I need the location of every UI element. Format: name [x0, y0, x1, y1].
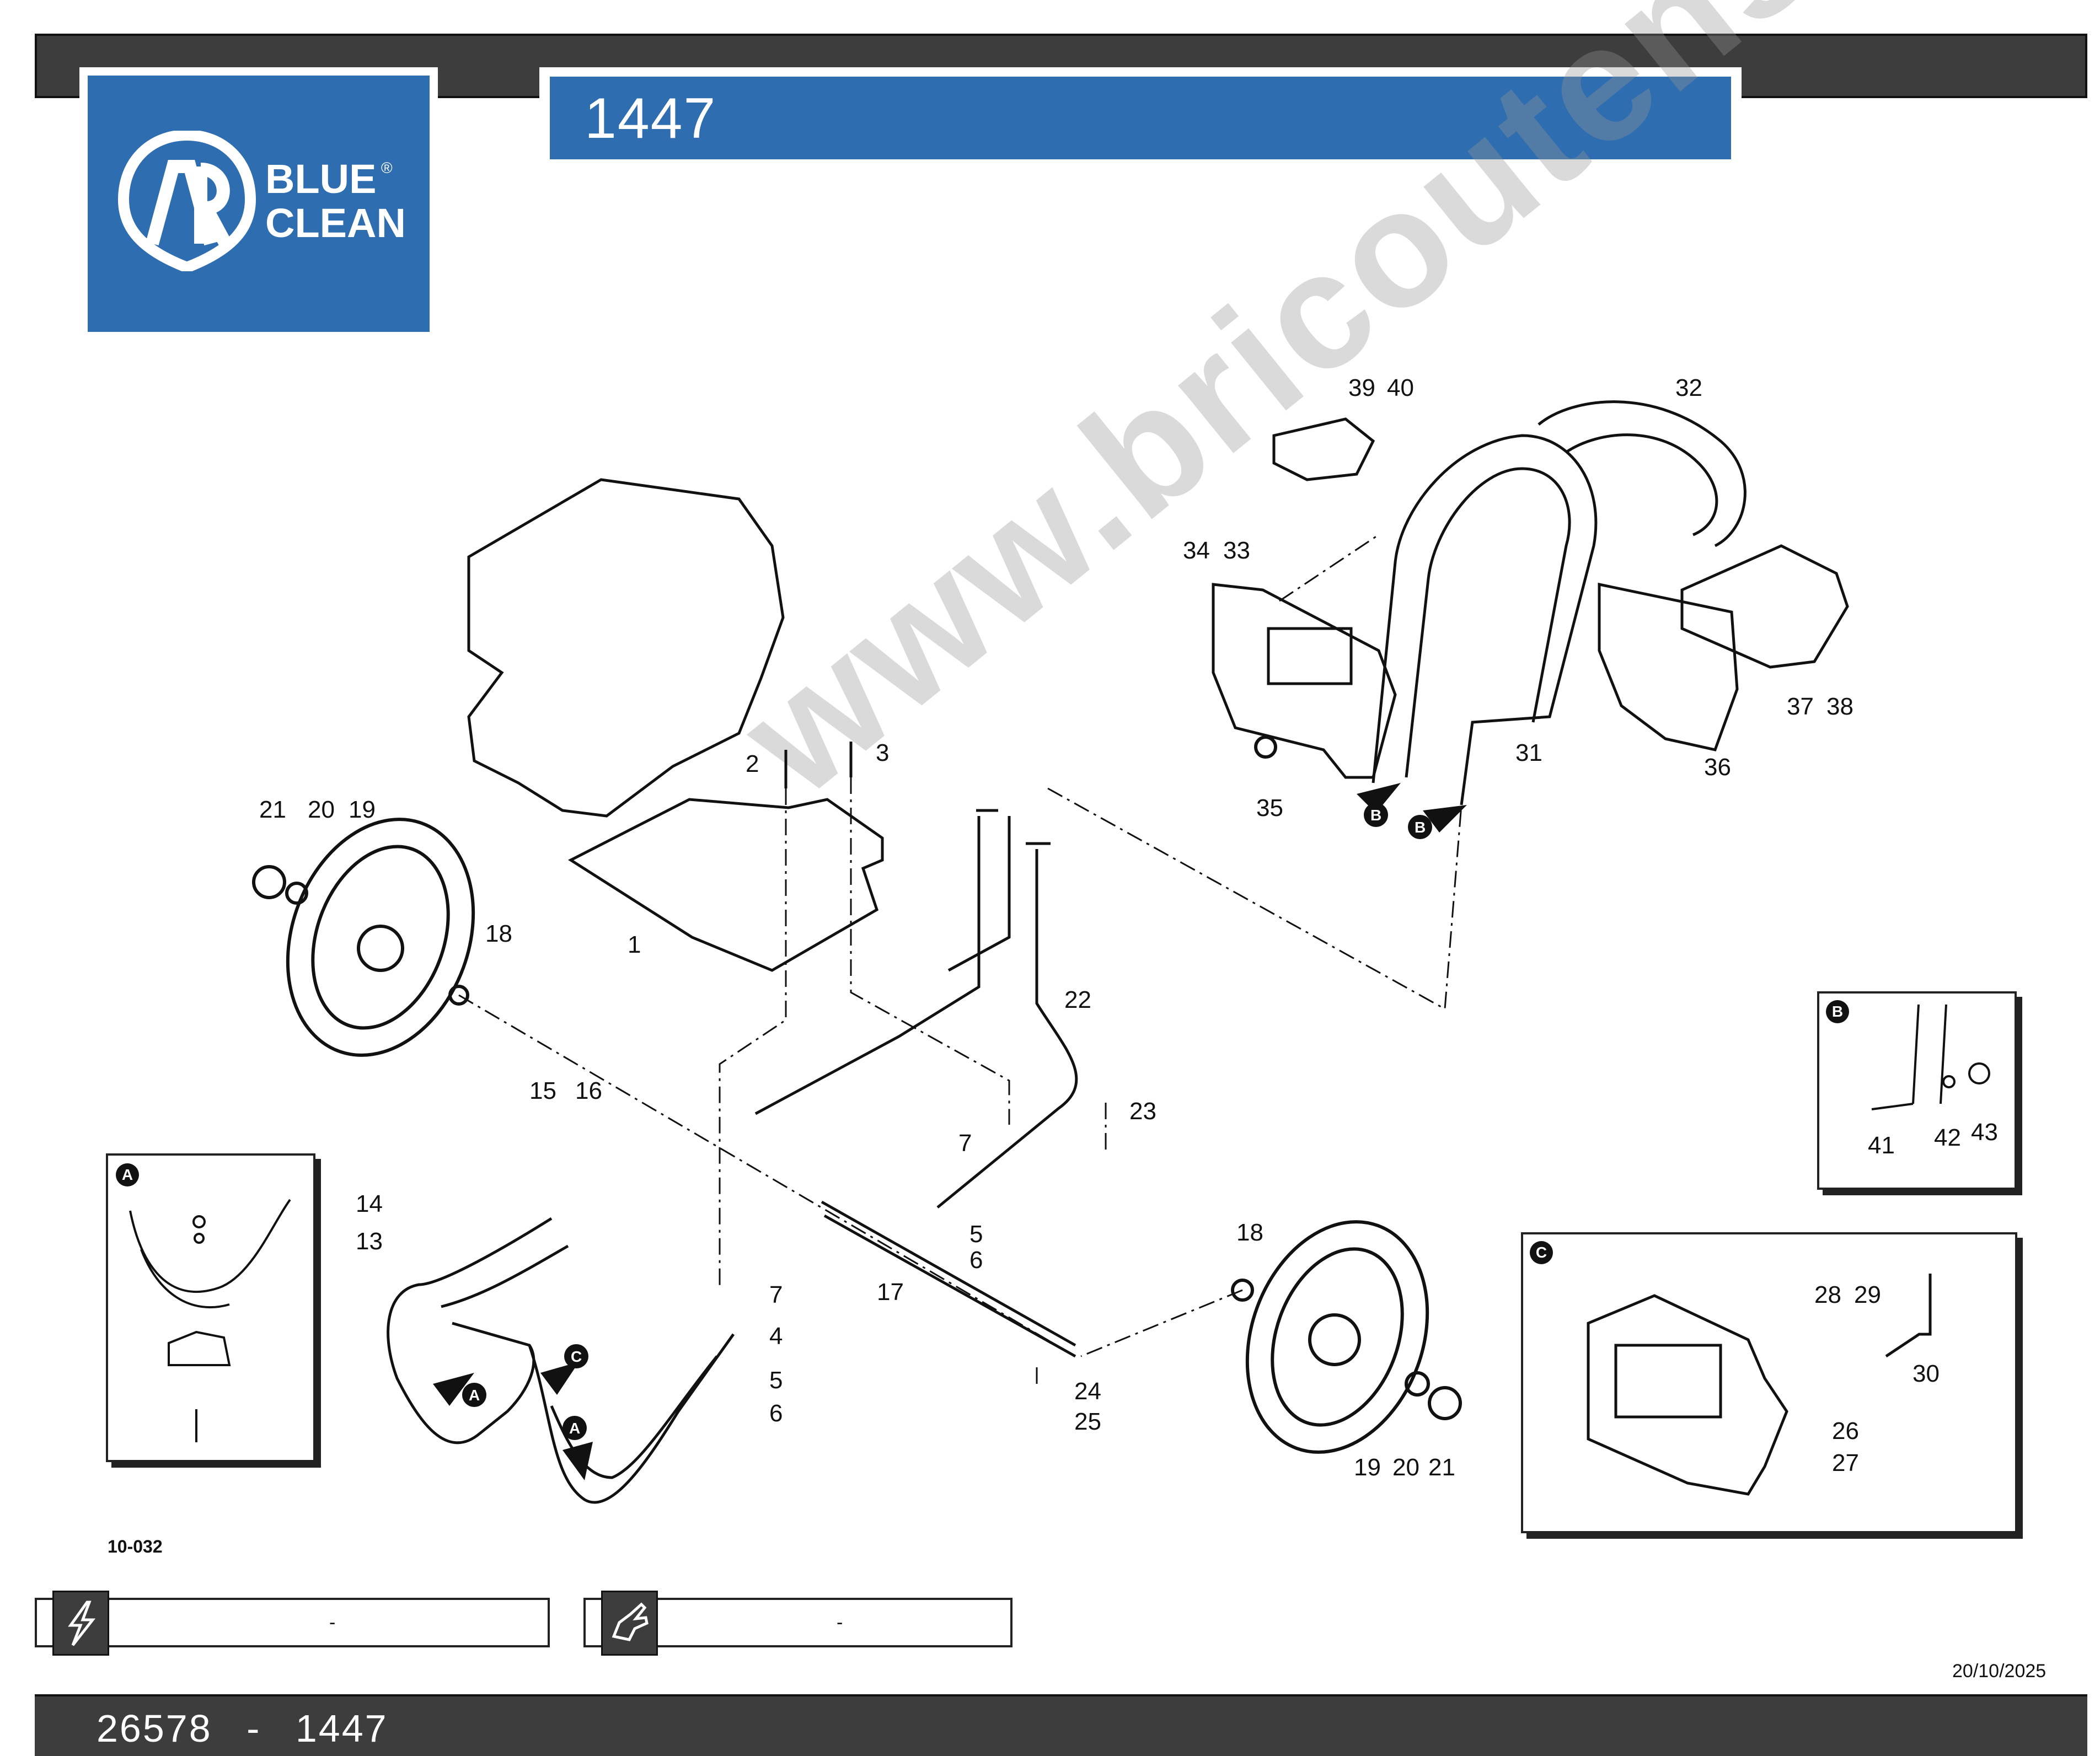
part-label-42: 42	[1934, 1124, 1961, 1151]
axle-17	[821, 1200, 1076, 1358]
part-label-26: 26	[1832, 1417, 1859, 1444]
part-label-29: 29	[1854, 1281, 1881, 1308]
page-title: 1447	[585, 87, 717, 151]
part-label-34: 34	[1183, 537, 1210, 564]
part-label-7b: 7	[958, 1130, 972, 1157]
title-bar	[550, 77, 1731, 159]
part-label-32: 32	[1675, 374, 1702, 401]
callout-letter: B	[1370, 807, 1382, 824]
part-label-3: 3	[876, 739, 890, 766]
wheel-19-right	[1245, 1220, 1429, 1454]
part-label-4: 4	[769, 1323, 783, 1350]
part-label-14: 14	[356, 1190, 383, 1217]
brand-line2: CLEAN	[265, 200, 406, 246]
handle-31	[1372, 434, 1598, 805]
part-label-20b: 20	[1392, 1454, 1419, 1481]
bottom-separator: -	[247, 1707, 261, 1750]
wheel-19-left	[286, 818, 475, 1057]
inset-a-marker: A	[116, 1163, 139, 1186]
part-label-20: 20	[308, 796, 335, 823]
part-label-27: 27	[1832, 1449, 1859, 1476]
part-label-23: 23	[1129, 1098, 1156, 1125]
tray-37	[1680, 544, 1849, 669]
part-label-7: 7	[769, 1281, 783, 1308]
part-label-19b: 19	[1354, 1454, 1381, 1481]
callout-letter: C	[571, 1348, 582, 1365]
inset-b: B 41 42 43	[1817, 991, 2017, 1190]
callout-letter: A	[569, 1420, 581, 1437]
frame-tube-22	[754, 816, 1078, 1209]
part-label-40: 40	[1387, 374, 1414, 401]
hand-icon	[601, 1591, 658, 1656]
bottom-bar	[35, 1694, 2087, 1756]
inset-c-marker: C	[1530, 1241, 1553, 1264]
part-label-33: 33	[1223, 537, 1250, 564]
part-label-38: 38	[1826, 693, 1853, 720]
callout-marker-b2	[1408, 815, 1432, 839]
part-label-21: 21	[259, 796, 286, 823]
bottom-code-line: 26578 - 1447	[97, 1704, 388, 1753]
part-label-39: 39	[1348, 374, 1375, 401]
field-electrical-value: -	[329, 1612, 336, 1633]
callout-letter: A	[469, 1387, 480, 1404]
part-label-18b: 18	[1236, 1219, 1263, 1246]
part-label-35: 35	[1256, 794, 1283, 821]
part-label-22: 22	[1064, 986, 1091, 1013]
panel-36	[1598, 582, 1739, 751]
inset-b-marker: B	[1826, 1000, 1849, 1023]
tank-26	[1587, 1294, 1788, 1496]
part-label-41: 41	[1868, 1132, 1895, 1159]
bottom-model: 1447	[295, 1707, 388, 1750]
part-label-36: 36	[1704, 754, 1731, 781]
lightning-icon	[52, 1591, 109, 1656]
lower-frame-4	[387, 1217, 735, 1504]
diagram-code: 10-032	[108, 1537, 163, 1556]
part-label-6: 6	[769, 1400, 783, 1427]
field-electrical: -	[35, 1598, 550, 1647]
callout-marker-a2	[562, 1416, 587, 1440]
part-label-31: 31	[1515, 739, 1542, 766]
inset-c: C	[1521, 1232, 2017, 1533]
brand-line1: BLUE	[265, 156, 377, 202]
engine-outline	[467, 478, 785, 818]
callout-marker-c1	[564, 1344, 588, 1368]
part-label-15: 15	[529, 1077, 556, 1104]
print-date: 20/10/2025	[1952, 1661, 2047, 1682]
bottom-code: 26578	[97, 1707, 212, 1750]
part-label-43: 43	[1971, 1119, 1998, 1146]
part-label-2: 2	[746, 750, 759, 777]
part-label-16: 16	[575, 1077, 602, 1104]
part-label-19: 19	[349, 796, 376, 823]
callout-marker-b1	[1364, 803, 1388, 827]
panel-33	[1212, 583, 1397, 779]
brand-logo: BLUE ® CLEAN	[88, 76, 430, 332]
registered-mark: ®	[381, 159, 393, 176]
inset-a: A	[106, 1153, 315, 1462]
callout-letter: B	[1415, 819, 1426, 836]
part-label-5: 5	[769, 1367, 783, 1394]
part-label-17: 17	[877, 1279, 904, 1306]
part-label-25: 25	[1074, 1408, 1101, 1435]
part-label-18: 18	[485, 920, 512, 947]
part-label-1: 1	[628, 931, 641, 958]
part-label-37: 37	[1787, 693, 1814, 720]
part-label-5b: 5	[969, 1221, 983, 1248]
part-label-13: 13	[356, 1228, 383, 1255]
part-label-24: 24	[1074, 1378, 1101, 1405]
part-label-6b: 6	[969, 1247, 983, 1274]
field-hand-value: -	[837, 1612, 843, 1633]
base-plate	[567, 798, 884, 972]
callout-marker-a1	[462, 1383, 486, 1407]
part-label-28: 28	[1814, 1281, 1841, 1308]
part-label-21b: 21	[1428, 1454, 1455, 1481]
hose-32	[1538, 400, 1747, 547]
part-label-30: 30	[1913, 1360, 1940, 1387]
ar-logo-icon	[118, 131, 256, 271]
bracket-39	[1272, 417, 1375, 481]
